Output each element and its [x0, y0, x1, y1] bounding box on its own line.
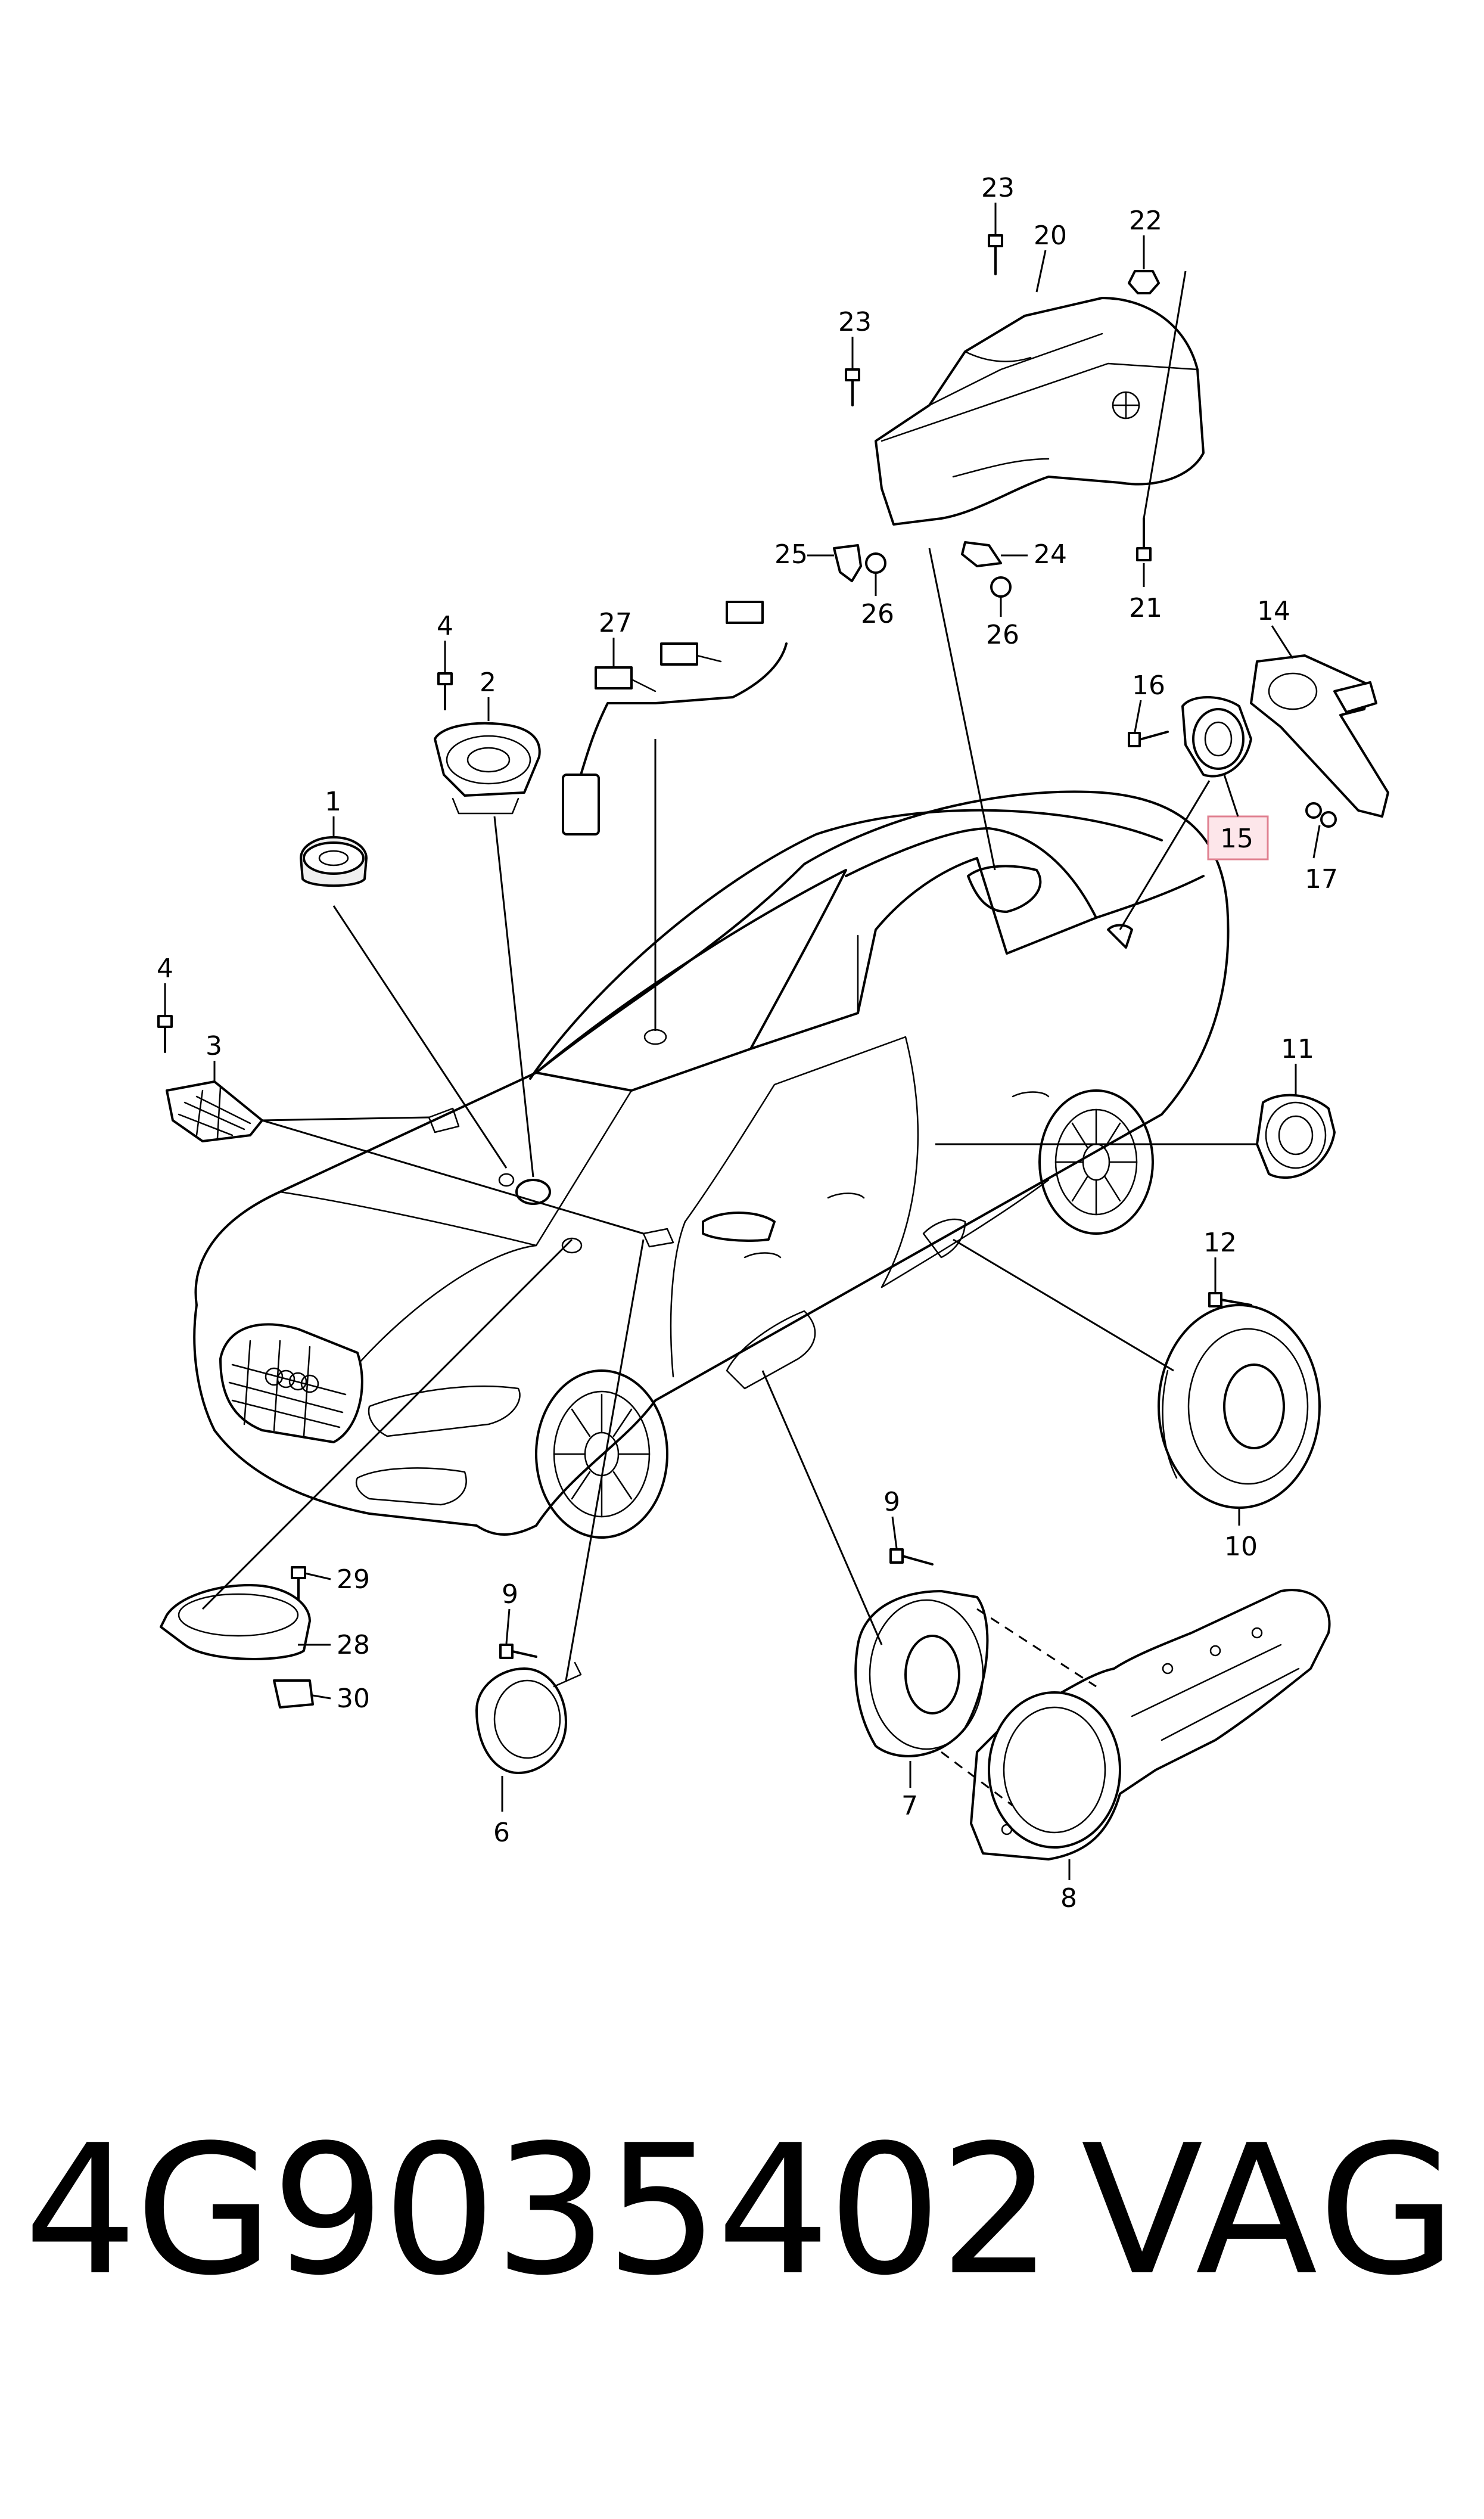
callout-20: 20	[1034, 220, 1067, 251]
callout-4b: 4	[157, 953, 173, 984]
bolt-4b	[157, 1015, 173, 1053]
callout-26b: 26	[986, 620, 1019, 650]
part-25-bracket	[833, 544, 862, 582]
callout-10: 10	[1224, 1532, 1258, 1562]
callout-23b: 23	[838, 307, 872, 337]
callout-15: 15	[1220, 824, 1253, 854]
bolt-21	[1136, 517, 1152, 561]
part-7-speaker	[854, 1590, 989, 1757]
callout-4a: 4	[437, 611, 453, 641]
car-body	[193, 790, 1230, 1539]
part-number: 4G9035402	[24, 2107, 1053, 2315]
subwoofer-enclosure	[875, 297, 1205, 526]
part-28-speaker	[160, 1584, 311, 1660]
bolt-23a	[988, 234, 1003, 275]
callout-26a: 26	[861, 599, 894, 629]
callout-9b: 9	[502, 1579, 518, 1610]
callout-labels: 1 2 3 4 4 6 7 8 9 9 10 11 12 14 15 16 17…	[157, 173, 1338, 1914]
callout-30: 30	[337, 1684, 370, 1714]
callout-25: 25	[774, 539, 808, 570]
callout-9a: 9	[883, 1487, 900, 1517]
clip-17	[1305, 802, 1337, 828]
highlight-box-15	[1207, 815, 1269, 861]
part-11-speaker	[1256, 1094, 1336, 1179]
callout-24: 24	[1034, 539, 1067, 570]
callout-29: 29	[337, 1564, 370, 1595]
part-27-harness	[562, 601, 788, 835]
front-wheel	[535, 1369, 668, 1539]
part-24-bracket	[961, 541, 1002, 567]
callout-23a: 23	[981, 173, 1015, 203]
part-6-speaker	[475, 1661, 582, 1774]
logo-rings	[265, 1367, 319, 1393]
rear-wheel	[1038, 1089, 1154, 1235]
clip-30	[273, 1679, 314, 1709]
callout-14: 14	[1257, 596, 1290, 626]
callout-16: 16	[1132, 670, 1165, 701]
bolt-4a	[437, 672, 453, 710]
callout-12: 12	[1203, 1228, 1237, 1258]
callout-28: 28	[337, 1630, 370, 1660]
part-14-bracket	[1250, 654, 1389, 818]
bolt-9b	[499, 1644, 537, 1659]
exploded-parts-diagram: 1 2 3 4 4 6 7 8 9 9 10 11 12 14 15 16 17…	[157, 173, 1389, 1914]
bolt-23b	[845, 368, 860, 406]
bolt-12	[1208, 1292, 1252, 1307]
part-10-speaker	[1158, 1304, 1321, 1509]
brand-label: VAG	[1081, 2107, 1460, 2315]
leader-lines	[201, 271, 1257, 1807]
callout-11: 11	[1281, 1034, 1314, 1064]
callout-6: 6	[493, 1818, 510, 1848]
callout-7: 7	[901, 1791, 918, 1821]
part-8-mounting-panel	[970, 1589, 1331, 1860]
nut-26b	[990, 576, 1012, 598]
callout-17: 17	[1305, 864, 1338, 894]
callout-ticks	[164, 203, 1321, 1880]
callout-2: 2	[480, 667, 496, 698]
nut-26a	[865, 552, 886, 574]
callout-3: 3	[206, 1031, 222, 1061]
part-15-tweeter	[1181, 696, 1252, 778]
part-2-speaker	[434, 722, 541, 815]
callout-8: 8	[1060, 1883, 1077, 1914]
callout-27: 27	[599, 608, 632, 638]
bolt-16	[1128, 731, 1169, 747]
parts-diagram: 1 2 3 4 4 6 7 8 9 9 10 11 12 14 15 16 17…	[157, 173, 1389, 1914]
bolt-9a	[889, 1548, 934, 1566]
nut-22	[1128, 270, 1160, 294]
callout-1: 1	[325, 787, 341, 817]
callout-22: 22	[1129, 206, 1162, 236]
part-3-bracket	[166, 1080, 263, 1142]
part-1-tweeter	[300, 836, 368, 887]
callout-21: 21	[1129, 593, 1162, 623]
